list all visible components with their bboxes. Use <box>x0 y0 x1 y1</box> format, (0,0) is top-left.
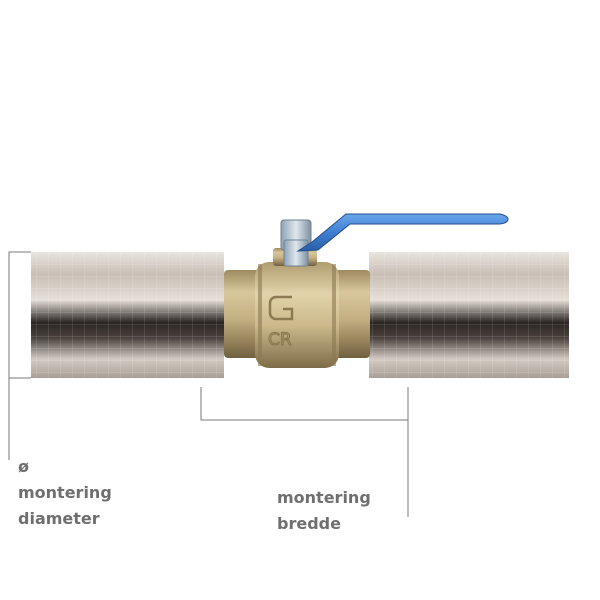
valve-logo-text: CR <box>268 330 292 350</box>
valve-handle <box>296 213 509 252</box>
diameter-label-line2: diameter <box>18 509 100 528</box>
mounting-diameter-label: ø montering diameter <box>18 454 112 532</box>
width-label-line1: montering <box>277 488 371 507</box>
diameter-dimension-line <box>8 251 31 460</box>
diameter-label-line1: montering <box>18 483 112 502</box>
ball-valve: CR <box>224 248 370 368</box>
diameter-symbol: ø <box>18 457 29 476</box>
mounting-width-label: montering bredde <box>277 485 371 537</box>
width-label-line2: bredde <box>277 514 341 533</box>
handle-nut <box>280 219 312 267</box>
width-dimension-line <box>200 387 409 517</box>
left-pipe-insulation <box>31 252 224 378</box>
valve-logo <box>268 295 294 321</box>
right-pipe-insulation <box>369 252 569 378</box>
